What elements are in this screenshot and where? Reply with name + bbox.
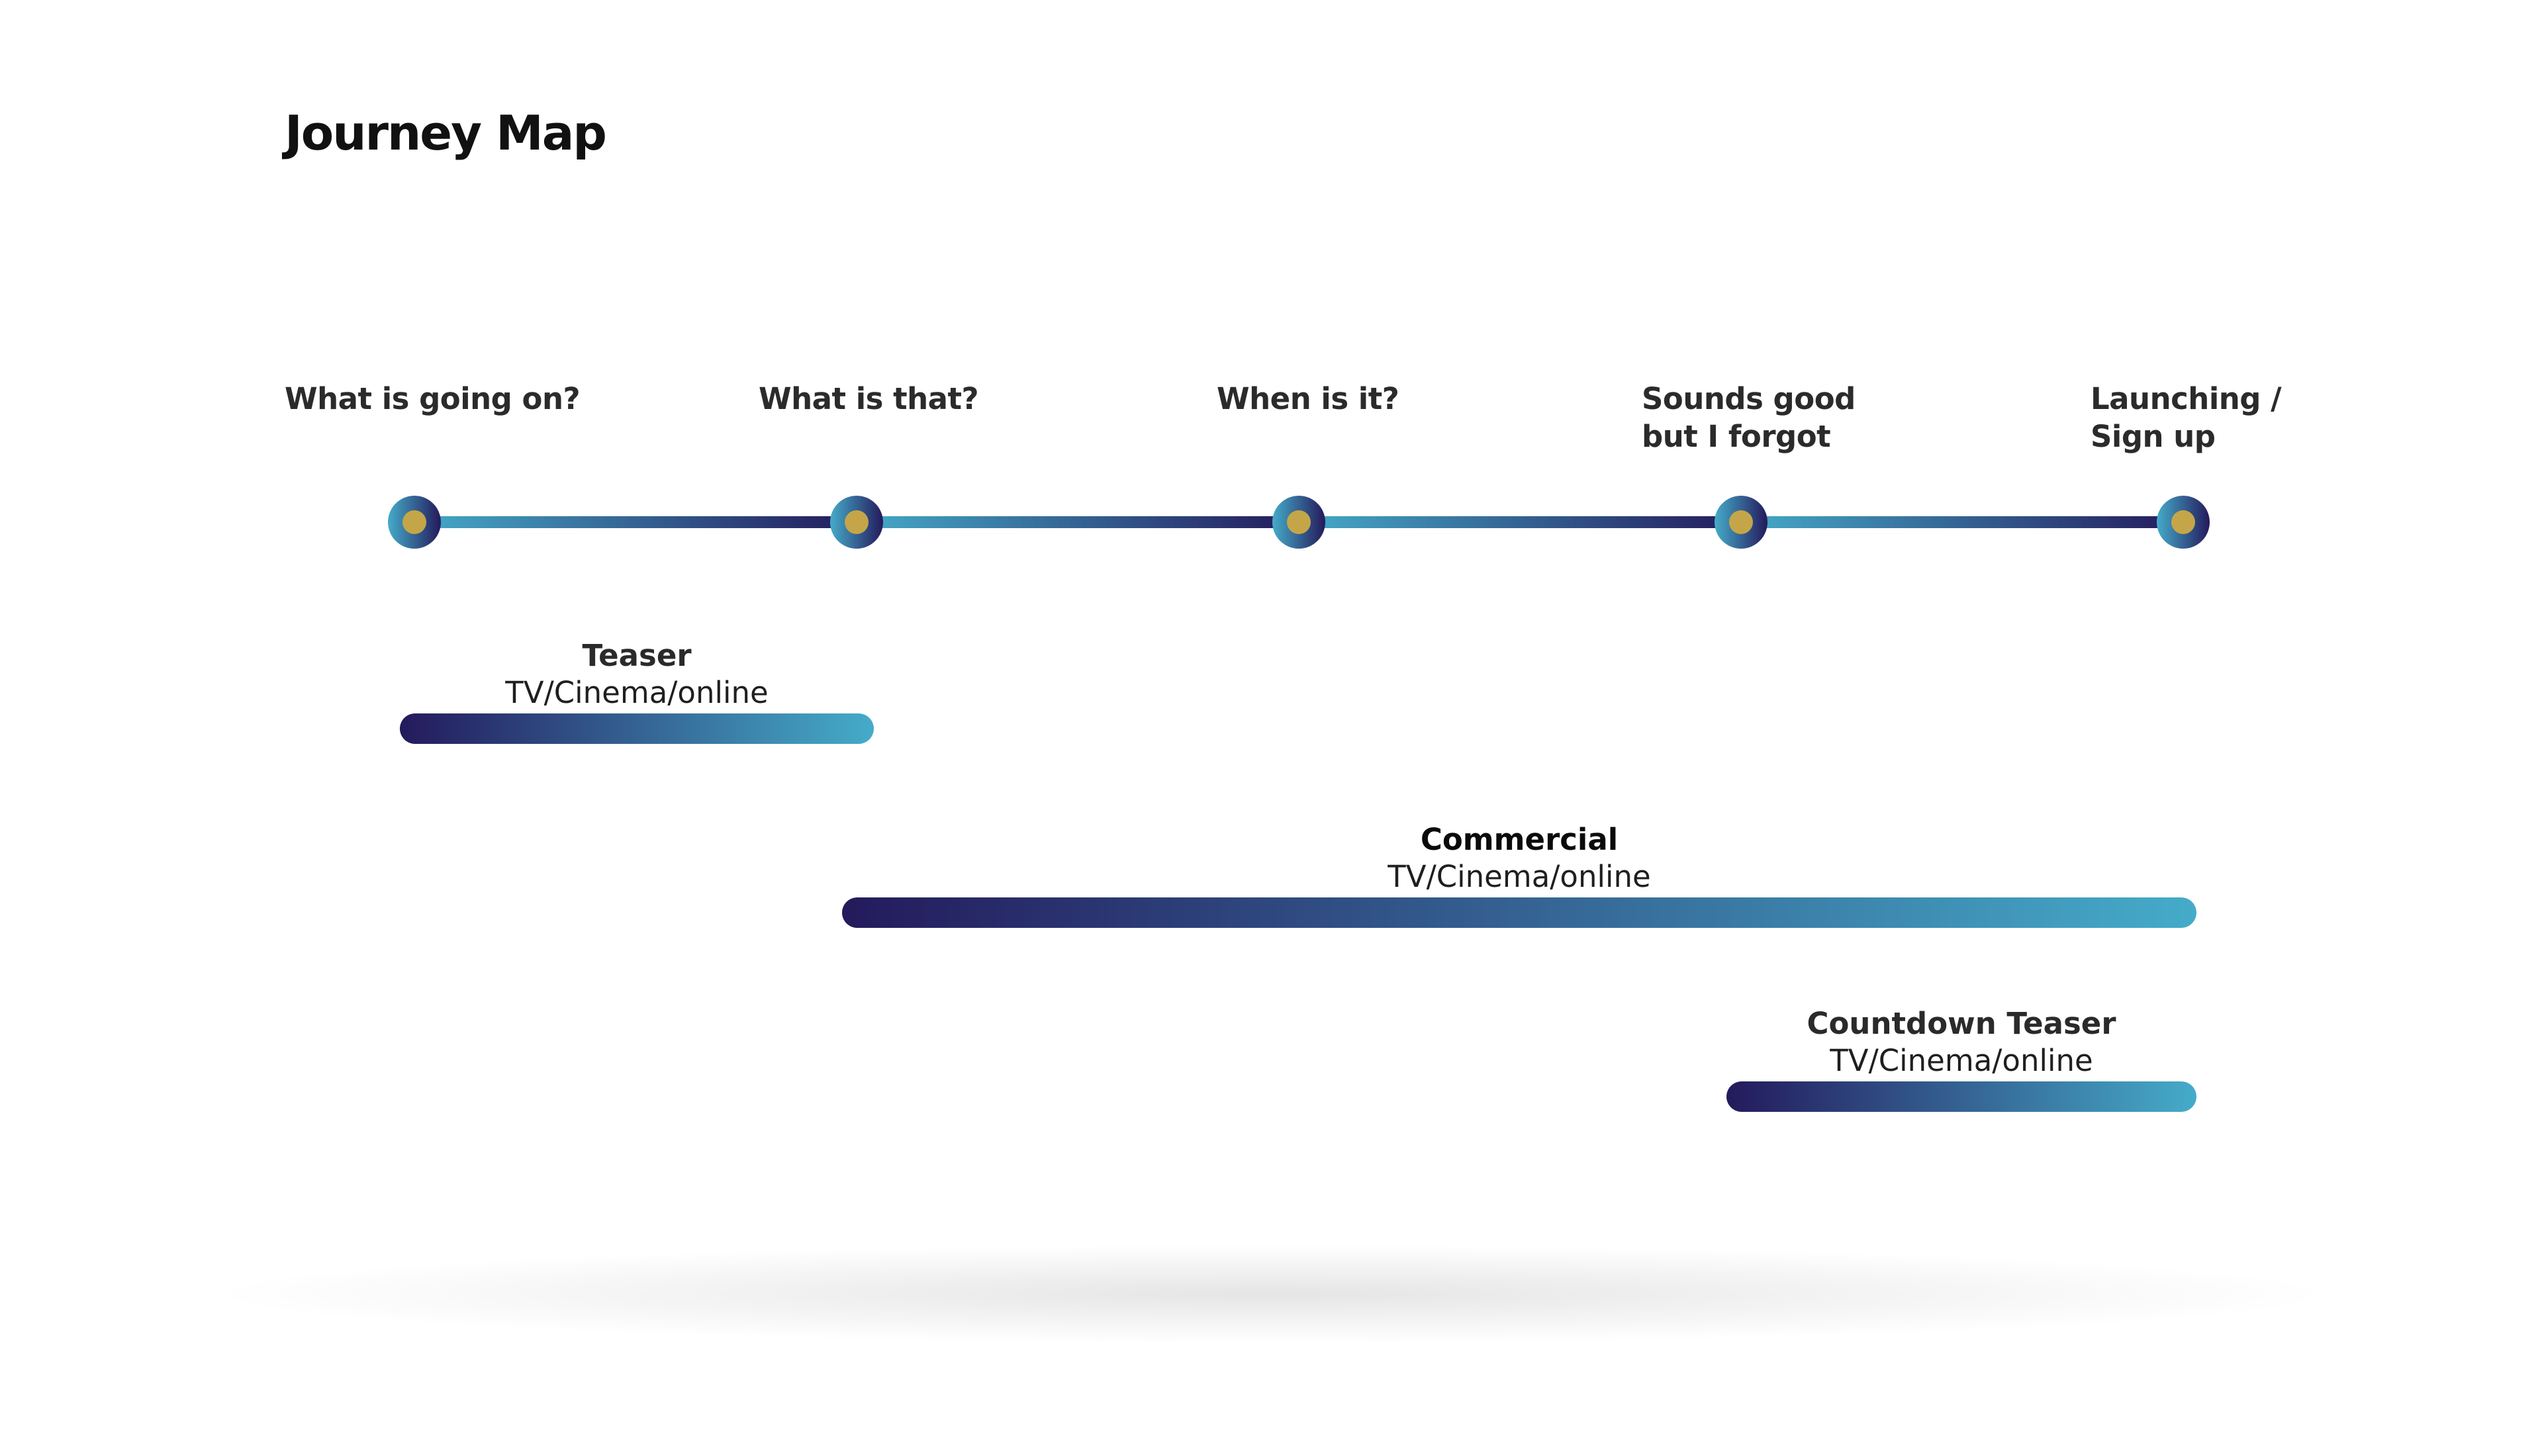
stage-label-5: Launching / Sign up xyxy=(2091,380,2282,455)
stage-label-2-line-1: What is that? xyxy=(759,381,979,416)
campaign-channel-teaser: TV/Cinema/online xyxy=(505,675,769,710)
campaign-bar-countdown-teaser xyxy=(1726,1081,2196,1112)
campaign-label-commercial: Commercial TV/Cinema/online xyxy=(1388,821,1650,895)
stage-label-1-line-1: What is going on? xyxy=(285,381,581,416)
page-title: Journey Map xyxy=(285,105,607,161)
campaign-channel-commercial: TV/Cinema/online xyxy=(1388,859,1651,894)
stage-label-4-line-2: but I forgot xyxy=(1642,419,1831,454)
campaign-label-countdown-teaser: Countdown Teaser TV/Cinema/online xyxy=(1807,1005,2116,1079)
timeline-segment-1 xyxy=(414,516,857,528)
stage-label-1: What is going on? xyxy=(285,380,581,418)
timeline-segment-3 xyxy=(1299,516,1741,528)
stage-label-5-line-2: Sign up xyxy=(2091,419,2216,454)
timeline-node-3 xyxy=(1272,496,1325,549)
campaign-bar-teaser xyxy=(400,713,874,744)
timeline-segment-2 xyxy=(857,516,1299,528)
timeline-node-4 xyxy=(1715,496,1767,549)
stage-label-5-line-1: Launching / xyxy=(2091,381,2282,416)
campaign-bar-commercial xyxy=(842,897,2196,928)
timeline-segment-4 xyxy=(1741,516,2183,528)
stage-label-4-line-1: Sounds good xyxy=(1642,381,1856,416)
stage-label-4: Sounds good but I forgot xyxy=(1642,380,1856,455)
stage-label-3: When is it? xyxy=(1217,380,1399,418)
campaign-name-teaser: Teaser xyxy=(582,638,692,673)
campaign-name-countdown-teaser: Countdown Teaser xyxy=(1807,1006,2116,1041)
campaign-label-teaser: Teaser TV/Cinema/online xyxy=(505,637,768,711)
campaign-channel-countdown-teaser: TV/Cinema/online xyxy=(1830,1043,2093,1078)
campaign-name-commercial: Commercial xyxy=(1420,822,1619,857)
stage-label-3-line-1: When is it? xyxy=(1217,381,1399,416)
timeline-node-1 xyxy=(388,496,441,549)
timeline-node-2 xyxy=(830,496,883,549)
stage-label-2: What is that? xyxy=(759,380,979,418)
timeline-node-5 xyxy=(2157,496,2210,549)
